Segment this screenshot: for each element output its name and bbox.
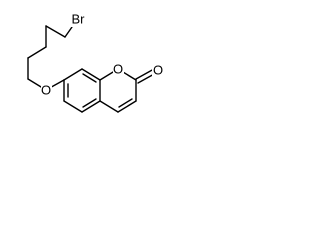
bond-c4a-c5-double (82, 98, 97, 108)
bond-c7-c8 (63, 68, 83, 81)
pentyl-chain (27, 25, 73, 91)
bond-c3-c4-double (118, 98, 133, 108)
bond-c5-c6 (63, 100, 83, 113)
bond-br-c1 (64, 26, 73, 38)
ring-oxygen-label: O (113, 62, 123, 77)
bond-c1-c2 (45, 25, 66, 38)
bond-c3-c4 (27, 46, 47, 59)
bond-c3-c4 (117, 100, 137, 113)
bond-c8-c8a (81, 68, 101, 81)
atom-labels: Br O O O (41, 12, 163, 98)
ether-oxygen-label: O (41, 83, 51, 98)
carbonyl-oxygen-label: O (153, 63, 163, 78)
bond-c2-o-a (135, 68, 155, 80)
benzene-ring (63, 68, 101, 113)
bond-c4-c4a (99, 100, 119, 113)
bond-c8-c8a-double (82, 73, 97, 83)
bromine-label: Br (72, 12, 86, 27)
bond-c4a-c5 (81, 100, 101, 113)
structure-diagram: Br O O O (27, 12, 163, 113)
